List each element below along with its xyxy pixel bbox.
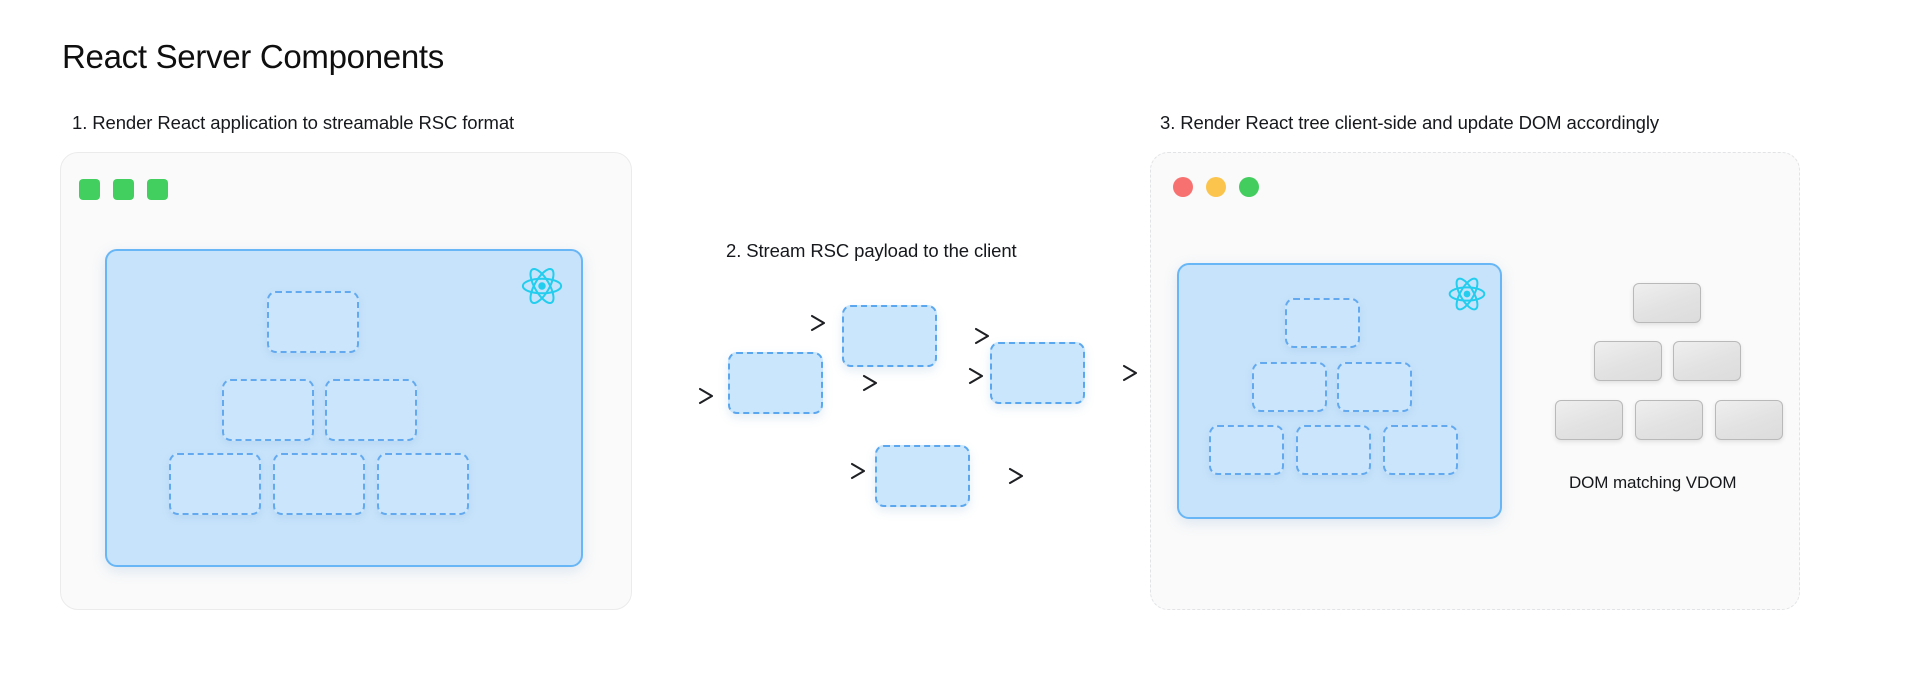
react-logo-icon — [1448, 277, 1486, 316]
tree-node — [1337, 362, 1412, 412]
tree-node — [1209, 425, 1284, 475]
dom-tree — [1541, 283, 1783, 453]
tree-node — [1296, 425, 1371, 475]
stream-node — [842, 305, 937, 367]
arrow-right-icon — [974, 467, 1024, 485]
react-logo-icon — [521, 267, 563, 310]
server-react-tree — [105, 249, 583, 567]
arrow-right-icon — [800, 462, 866, 480]
tree-node — [1252, 362, 1327, 412]
stream-node — [728, 352, 823, 414]
server-panel — [60, 152, 632, 610]
client-panel: DOM matching VDOM — [1150, 152, 1800, 610]
arrow-right-icon — [1088, 364, 1138, 382]
server-indicator-square-2 — [113, 179, 134, 200]
arrow-right-icon — [642, 387, 714, 405]
server-indicator-group — [79, 179, 168, 200]
tree-node — [377, 453, 469, 515]
tree-node — [273, 453, 365, 515]
traffic-light-group — [1173, 177, 1259, 197]
arrow-right-icon — [828, 374, 878, 392]
traffic-light-close-icon[interactable] — [1173, 177, 1193, 197]
tree-node — [1383, 425, 1458, 475]
stream-node — [875, 445, 970, 507]
server-indicator-square-1 — [79, 179, 100, 200]
stream-node — [990, 342, 1085, 404]
dom-node — [1673, 341, 1741, 381]
arrow-right-icon — [924, 367, 984, 385]
dom-node — [1635, 400, 1703, 440]
stream-section — [642, 290, 1150, 520]
dom-node — [1555, 400, 1623, 440]
dom-node — [1715, 400, 1783, 440]
traffic-light-maximize-icon[interactable] — [1239, 177, 1259, 197]
step-1-caption: 1. Render React application to streamabl… — [72, 112, 515, 133]
step-2-caption: 2. Stream RSC payload to the client — [726, 240, 1017, 261]
dom-node — [1594, 341, 1662, 381]
tree-node — [222, 379, 314, 441]
client-react-tree — [1177, 263, 1502, 519]
dom-node — [1633, 283, 1701, 323]
page-title: React Server Components — [62, 38, 444, 75]
server-indicator-square-3 — [147, 179, 168, 200]
tree-node — [325, 379, 417, 441]
tree-node — [169, 453, 261, 515]
dom-caption: DOM matching VDOM — [1569, 473, 1737, 492]
arrow-right-icon — [940, 327, 990, 345]
traffic-light-minimize-icon[interactable] — [1206, 177, 1226, 197]
step-3-caption: 3. Render React tree client-side and upd… — [1160, 112, 1660, 133]
arrow-right-icon — [732, 314, 826, 332]
tree-node — [267, 291, 359, 353]
tree-node — [1285, 298, 1360, 348]
